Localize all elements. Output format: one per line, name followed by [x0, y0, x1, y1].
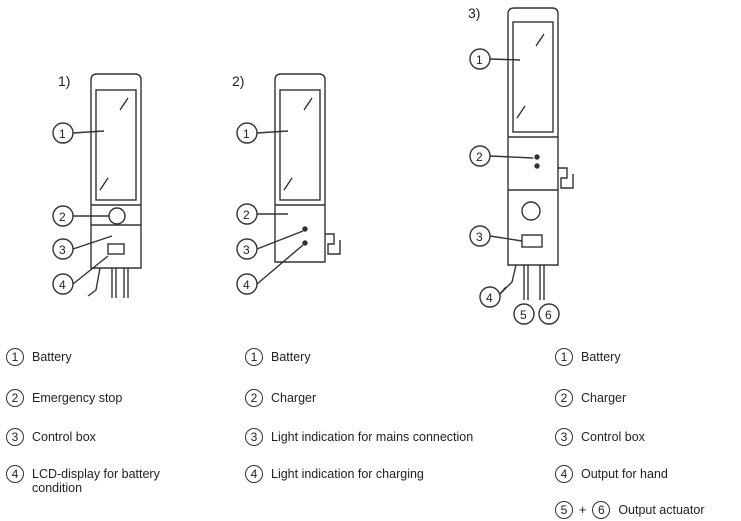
svg-text:1: 1 [243, 127, 250, 141]
svg-text:3: 3 [243, 243, 250, 257]
number-badge: 5 [555, 501, 573, 519]
legend-label: Emergency stop [32, 391, 123, 405]
svg-text:5: 5 [520, 308, 527, 322]
number-badge: 6 [592, 501, 611, 519]
legend-label: LCD-display for battery condition [32, 467, 160, 495]
legend-label: Light indication for charging [271, 467, 424, 481]
diagram-3-label: 3) [468, 5, 480, 21]
legend-label: Battery [271, 350, 311, 364]
number-badge: 2 [245, 389, 263, 407]
legend-item: 2 Charger [555, 389, 626, 407]
number-badge: 2 [6, 389, 24, 407]
svg-text:4: 4 [243, 278, 250, 292]
svg-text:2: 2 [243, 208, 250, 222]
diagram-3: 3) 1 2 3 4 [468, 5, 574, 325]
number-badge: 4 [555, 465, 573, 483]
legend-item: 4 Light indication for charging [245, 465, 424, 483]
legend-label: Control box [32, 430, 96, 444]
legend-label: Battery [581, 350, 621, 364]
number-badge: 4 [6, 465, 24, 483]
diagram-1: 1) 1 2 3 4 [52, 73, 142, 298]
number-badge: 3 [245, 428, 263, 446]
plus-sign: + [579, 503, 587, 517]
diagram-2: 2) 1 2 3 4 [232, 73, 341, 295]
number-badge: 1 [555, 348, 573, 366]
svg-text:6: 6 [545, 308, 552, 322]
number-badge: 4 [245, 465, 263, 483]
legend-label: Battery [32, 350, 72, 364]
legend-item: 5 + 6 Output actuator [555, 501, 704, 519]
legend-label: Control box [581, 430, 645, 444]
legend-label: Light indication for mains connection [271, 430, 474, 444]
legend-item: 1 Battery [555, 348, 621, 366]
svg-text:2: 2 [59, 210, 66, 224]
legend-label: Charger [271, 391, 317, 405]
legend-item: 2 Emergency stop [6, 389, 122, 407]
diagram-2-label: 2) [232, 73, 244, 89]
number-badge: 1 [245, 348, 263, 366]
legend-item: 4 LCD-display for battery condition [6, 465, 172, 495]
number-badge: 2 [555, 389, 573, 407]
svg-text:3: 3 [476, 230, 483, 244]
legend-label: Charger [581, 391, 627, 405]
legend-item: 1 Battery [245, 348, 311, 366]
legend-label: Output for hand [581, 467, 668, 481]
legend-item: 3 Light indication for mains connection [245, 428, 473, 446]
legend-item: 3 Control box [555, 428, 645, 446]
battery-diagram: 1) 1 2 3 4 [52, 5, 574, 325]
legend-item: 3 Control box [6, 428, 96, 446]
svg-text:4: 4 [59, 278, 66, 292]
svg-text:3: 3 [59, 243, 66, 257]
svg-text:1: 1 [476, 53, 483, 67]
legend-item: 1 Battery [6, 348, 72, 366]
number-badge: 1 [6, 348, 24, 366]
diagram-1-label: 1) [58, 73, 70, 89]
svg-text:1: 1 [59, 127, 66, 141]
number-badge: 3 [555, 428, 573, 446]
svg-text:4: 4 [486, 291, 493, 305]
legend-label: Output actuator [618, 503, 705, 517]
legend-item: 2 Charger [245, 389, 316, 407]
svg-text:2: 2 [476, 150, 483, 164]
number-badge: 3 [6, 428, 24, 446]
legend-item: 4 Output for hand [555, 465, 668, 483]
